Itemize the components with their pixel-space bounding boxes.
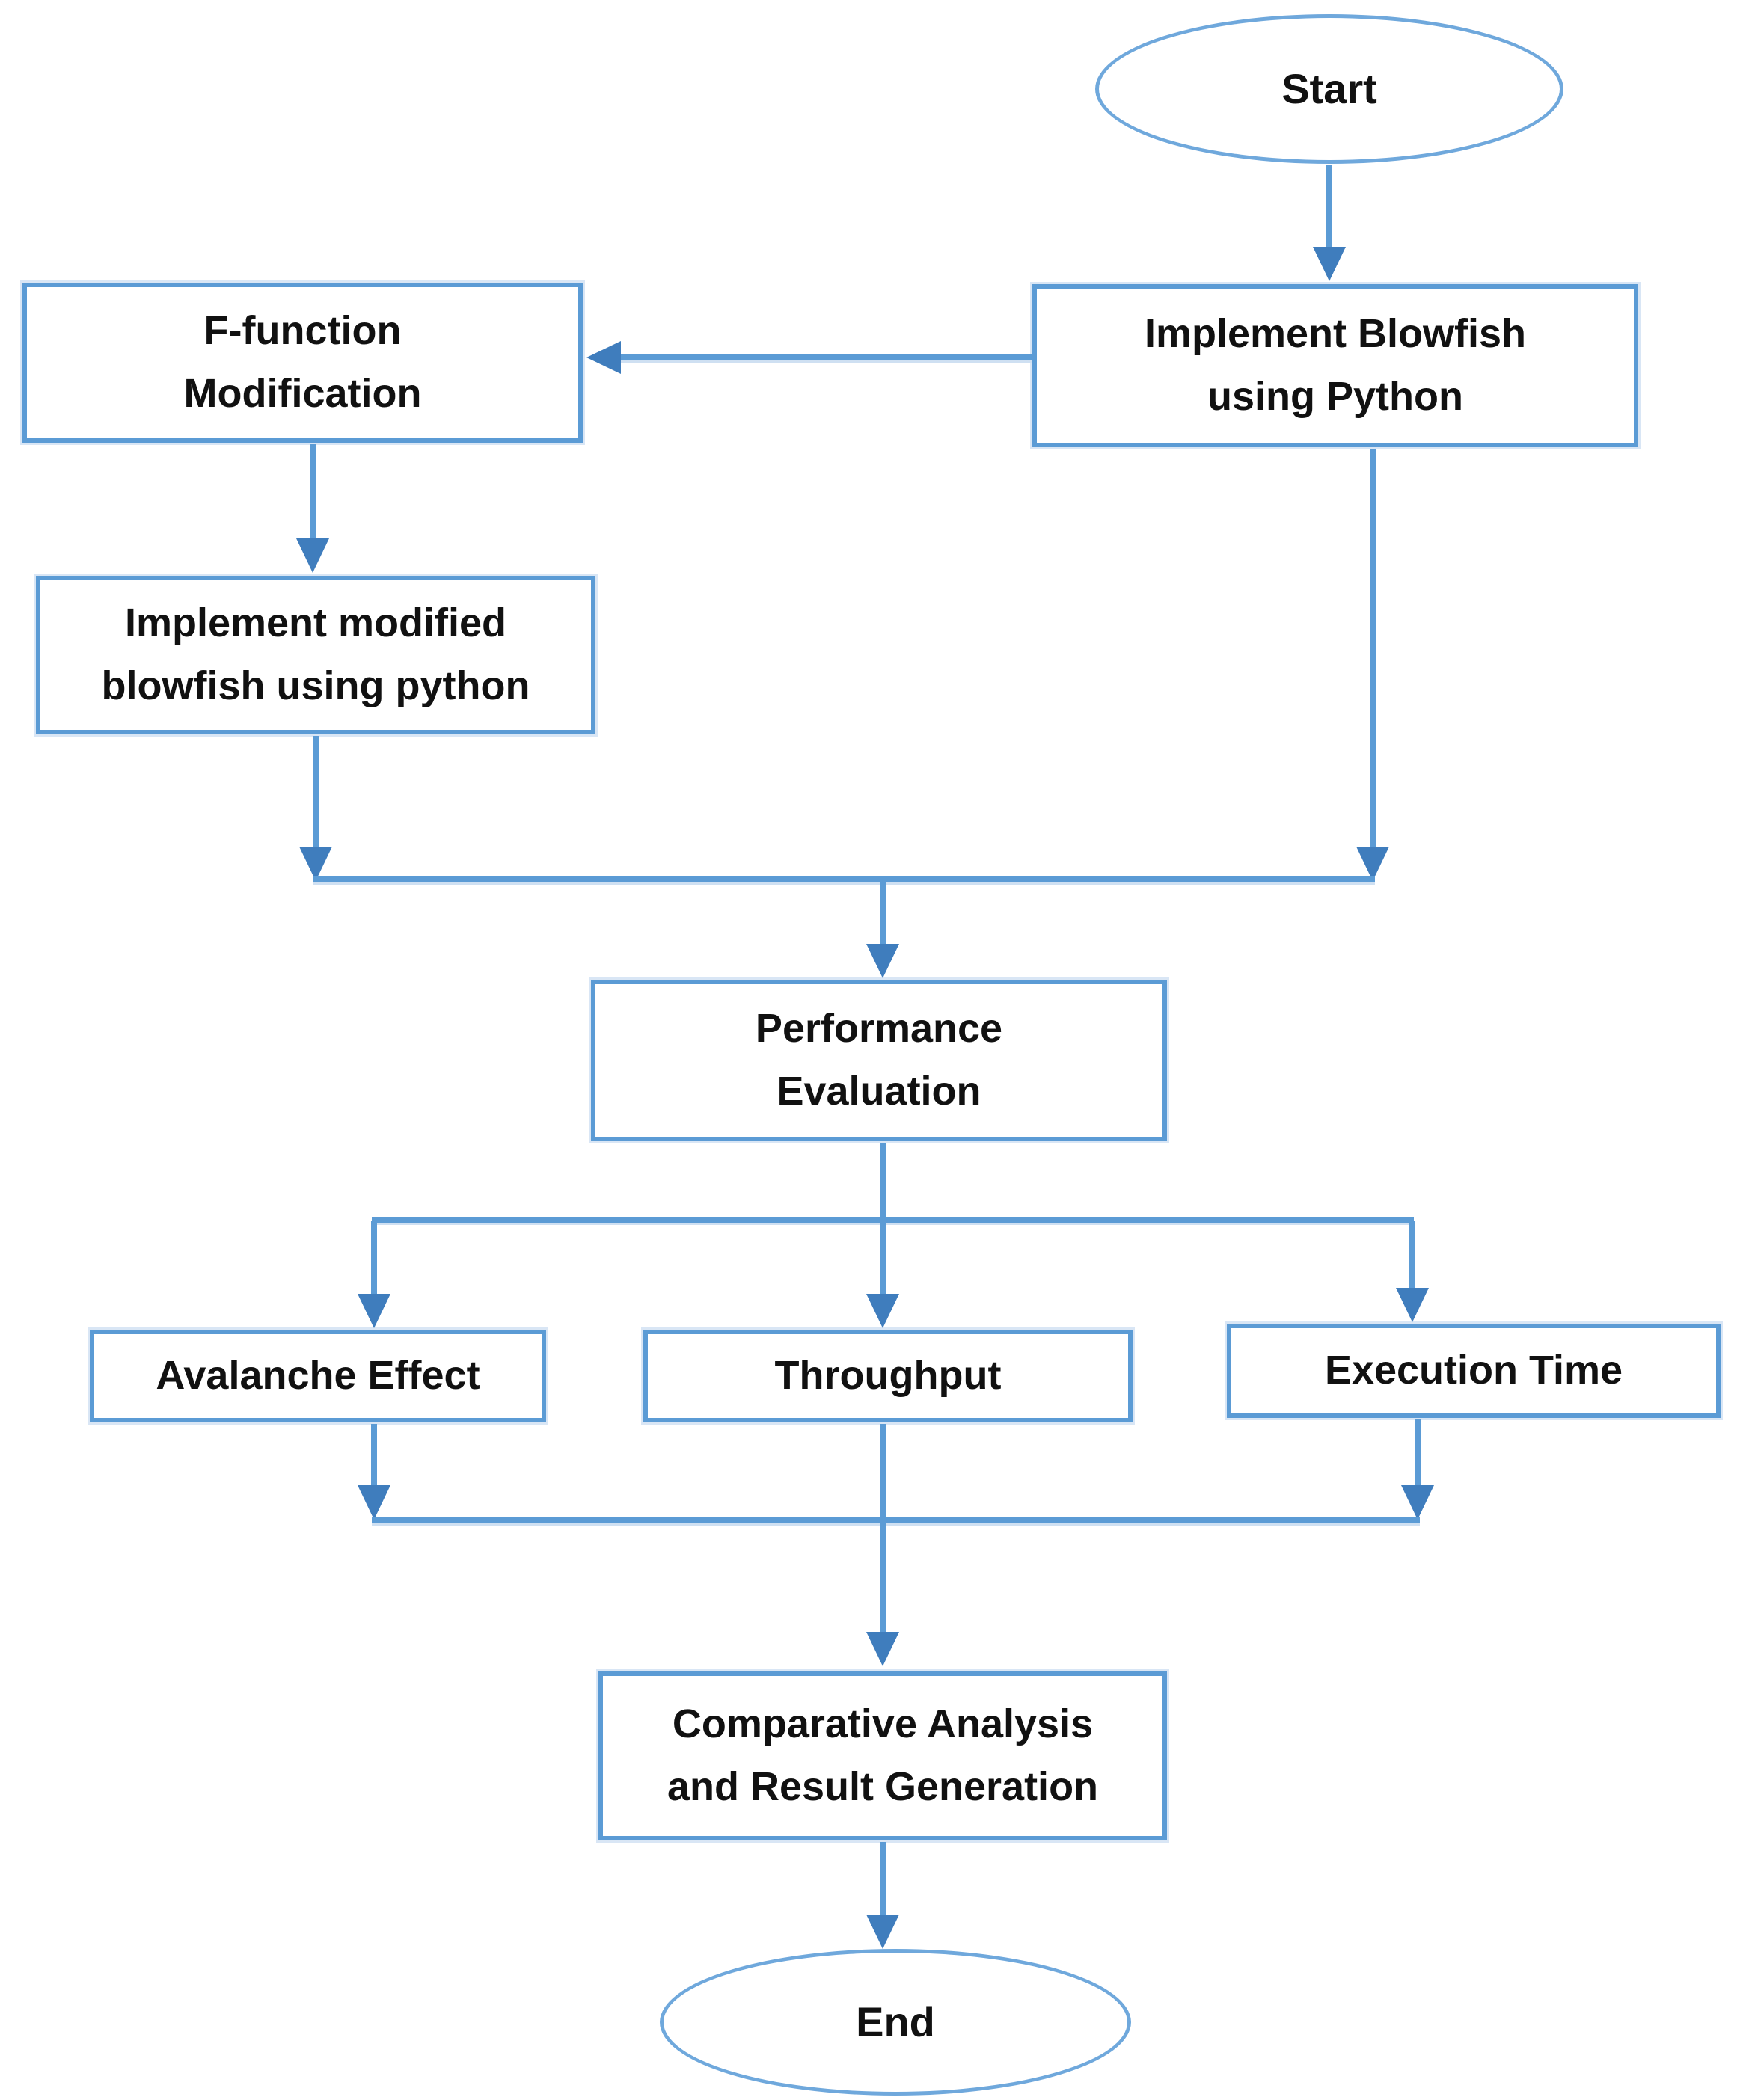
arrowhead-down-icon [866, 1632, 899, 1666]
arrowhead-left-icon [586, 341, 621, 374]
node-implement-blowfish-label: Implement Blowfish using Python [1144, 311, 1527, 419]
node-avalanche-effect-label: Avalanche Effect [156, 1353, 480, 1399]
arrowhead-down-icon [296, 538, 329, 573]
connector-merge1-to-performance [880, 882, 886, 945]
arrowhead-down-icon [866, 1294, 899, 1328]
connector-split-to-execution [1409, 1221, 1415, 1290]
connector-avalanche-to-merge2 [371, 1424, 377, 1487]
connector-comparative-to-end [880, 1842, 886, 1917]
connector-ffunction-to-modified [310, 444, 316, 540]
node-start-label: Start [1281, 65, 1377, 113]
node-f-function-modification: F-function Modification [22, 283, 583, 443]
arrowhead-down-icon [1401, 1485, 1434, 1520]
arrowhead-down-icon [1356, 847, 1389, 881]
connector-modified-to-merge1 [313, 736, 319, 848]
node-f-function-modification-label: F-function Modification [183, 308, 422, 416]
node-implement-blowfish: Implement Blowfish using Python [1032, 284, 1638, 447]
connector-blowfish-to-ffunction [619, 354, 1032, 360]
node-comparative-analysis: Comparative Analysis and Result Generati… [598, 1671, 1167, 1840]
node-performance-evaluation: Performance Evaluation [591, 980, 1167, 1141]
node-end-label: End [856, 1998, 935, 2046]
node-implement-modified-blowfish-label: Implement modified blowfish using python [101, 601, 530, 708]
split-line [372, 1217, 1414, 1223]
connector-performance-to-split [880, 1143, 886, 1219]
merge-line-2 [372, 1517, 1420, 1523]
node-throughput: Throughput [643, 1330, 1133, 1422]
node-end: End [660, 1949, 1131, 2096]
arrowhead-down-icon [358, 1485, 390, 1520]
arrowhead-down-icon [866, 944, 899, 978]
connector-execution-to-merge2 [1415, 1419, 1421, 1487]
connector-split-to-throughput [880, 1221, 886, 1296]
arrowhead-down-icon [299, 847, 332, 881]
arrowhead-down-icon [1313, 247, 1346, 281]
node-execution-time-label: Execution Time [1324, 1348, 1623, 1393]
connector-start-to-blowfish [1326, 165, 1332, 249]
merge-line-1 [313, 876, 1375, 882]
connector-throughput-to-comparative [880, 1424, 886, 1633]
connector-blowfish-to-merge1 [1370, 449, 1376, 848]
arrowhead-down-icon [1396, 1288, 1429, 1322]
node-avalanche-effect: Avalanche Effect [90, 1330, 546, 1422]
node-start: Start [1095, 14, 1563, 164]
node-comparative-analysis-label: Comparative Analysis and Result Generati… [667, 1701, 1099, 1809]
node-execution-time: Execution Time [1227, 1324, 1721, 1418]
node-throughput-label: Throughput [774, 1353, 1002, 1399]
node-performance-evaluation-label: Performance Evaluation [755, 1006, 1003, 1114]
arrowhead-down-icon [866, 1915, 899, 1949]
arrowhead-down-icon [358, 1294, 390, 1328]
connector-split-to-avalanche [371, 1221, 377, 1296]
node-implement-modified-blowfish: Implement modified blowfish using python [36, 576, 595, 734]
